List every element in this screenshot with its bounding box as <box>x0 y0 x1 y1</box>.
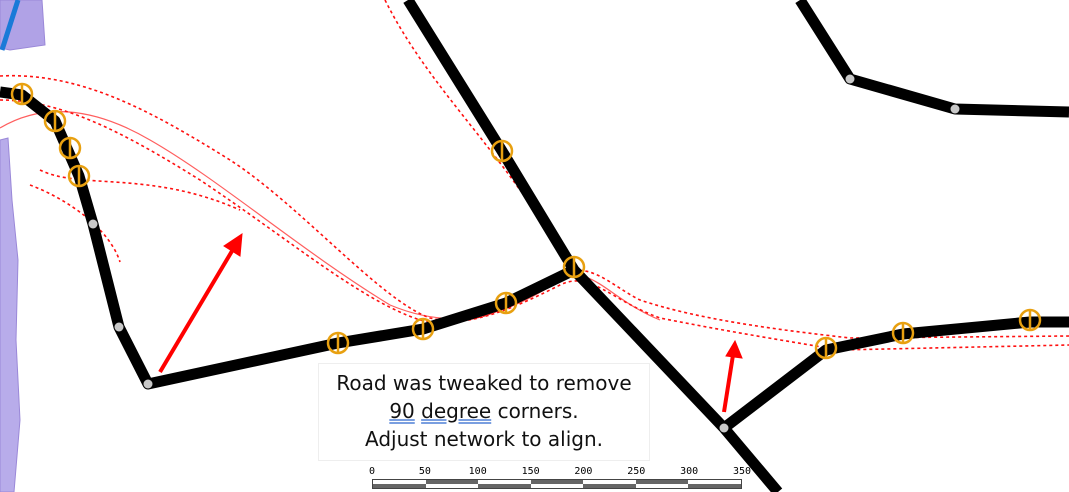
arrow-icon <box>722 354 735 413</box>
junction-marker-icon[interactable] <box>490 139 514 163</box>
node <box>845 74 855 84</box>
land-parcel-area <box>0 137 21 492</box>
scale-label: 100 <box>468 466 487 477</box>
scale-label: 50 <box>418 466 431 477</box>
scale-label: 250 <box>627 466 646 477</box>
arrow-head <box>223 233 243 257</box>
junction-marker-icon[interactable] <box>411 317 435 341</box>
road-segment <box>720 316 1069 433</box>
junction-marker-icon[interactable] <box>10 82 34 106</box>
scale-label: 0 <box>368 466 376 477</box>
junction-markers <box>10 82 1042 360</box>
annotation-arrows <box>158 233 743 413</box>
node <box>114 322 124 332</box>
junction-marker-icon[interactable] <box>43 109 67 133</box>
annotation-line-3: Adjust network to align. <box>365 427 603 451</box>
node <box>88 219 98 229</box>
scale-bar-graphic <box>372 479 742 489</box>
junction-marker-icon[interactable] <box>326 331 350 355</box>
road-segment <box>795 0 1069 118</box>
junction-marker-icon[interactable] <box>67 164 91 188</box>
junction-marker-icon[interactable] <box>814 336 838 360</box>
junction-marker-icon[interactable] <box>58 136 82 160</box>
arrow-icon <box>158 244 237 374</box>
node <box>143 379 153 389</box>
junction-marker-icon[interactable] <box>891 321 915 345</box>
annotation-word: corners. <box>497 399 579 423</box>
road-nodes <box>88 74 960 433</box>
tweaked-road-lines <box>0 0 1069 351</box>
scale-label: 300 <box>680 466 699 477</box>
arrow-head <box>725 339 743 359</box>
tweaked-road-solid <box>0 111 661 321</box>
node <box>950 104 960 114</box>
scale-label: 350 <box>732 466 752 477</box>
annotation-callout: Road was tweaked to remove 90 degree cor… <box>318 363 650 461</box>
node <box>719 423 729 433</box>
scale-label: 200 <box>574 466 593 477</box>
annotation-line-2: 90 degree corners. <box>319 397 649 425</box>
junction-marker-icon[interactable] <box>494 291 518 315</box>
blue-boundary-line <box>0 0 21 51</box>
land-parcel-area <box>0 0 46 51</box>
annotation-word: 90 <box>389 399 415 423</box>
junction-marker-icon[interactable] <box>562 255 586 279</box>
scale-bar: 0 50 100 150 200 250 300 350 <box>368 466 751 492</box>
annotation-word: degree <box>421 399 492 423</box>
junction-marker-icon[interactable] <box>1018 308 1042 332</box>
scale-label: 150 <box>521 466 540 477</box>
annotation-line-1: Road was tweaked to remove <box>336 371 632 395</box>
